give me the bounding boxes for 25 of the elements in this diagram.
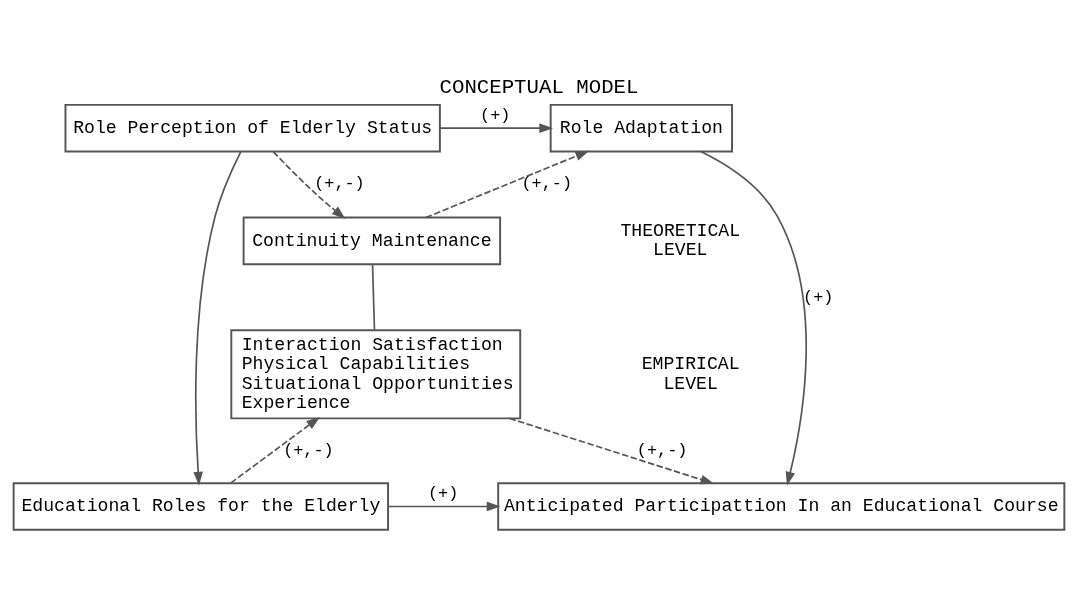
diagram-title: CONCEPTUAL MODEL [439, 75, 639, 99]
edge-label: (+) [480, 105, 511, 125]
node-box: Interaction Satisfaction Physical Capabilities Situational Opportunities Experience [230, 329, 522, 420]
arrow [272, 151, 346, 220]
arrow [700, 150, 807, 486]
edge-label: (+) [427, 483, 459, 503]
node-box: Role Perception of Elderly Status [64, 103, 441, 153]
arrow [425, 150, 590, 219]
connector [371, 263, 376, 331]
edge-label: (+) [803, 288, 834, 308]
arrow [230, 416, 321, 484]
node-box: Role Adaptation [549, 103, 733, 153]
node-box: Continuity Maintenance [242, 216, 502, 266]
edge-label: (+,-) [521, 174, 573, 194]
node-box: Anticipated Participattion In an Educational Course [497, 482, 1066, 531]
arrow [439, 123, 554, 133]
edge-label: (+,-) [636, 441, 688, 461]
node-box: Educational Roles for the Elderly [12, 482, 390, 531]
arrow [193, 150, 242, 486]
label: EMPIRICAL LEVEL [641, 354, 740, 394]
edge-label: (+,-) [283, 441, 334, 461]
edge-label: (+,-) [314, 174, 365, 194]
arrow [387, 501, 501, 512]
label: THEORETICAL LEVEL [620, 220, 741, 261]
arrow [508, 417, 715, 485]
